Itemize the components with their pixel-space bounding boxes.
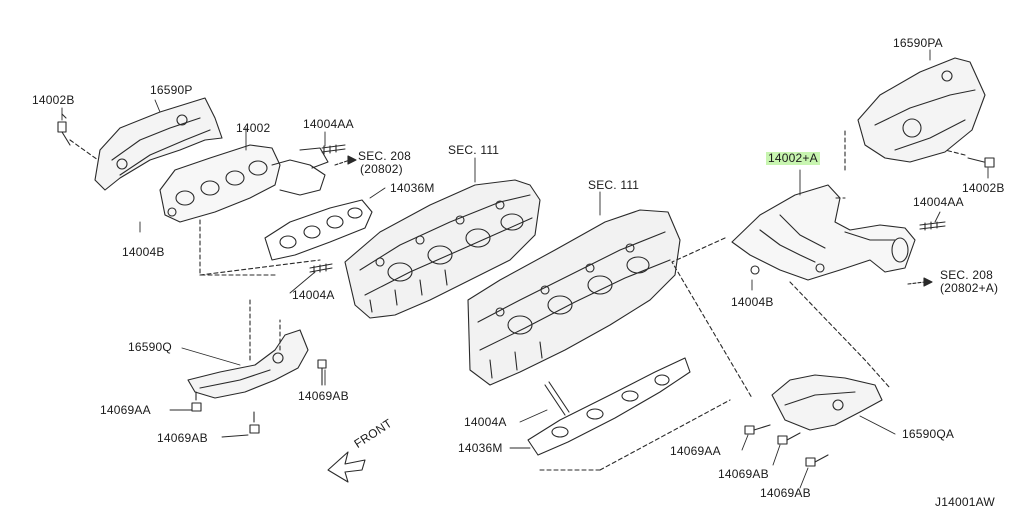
- heat-insulator-16590p: [94, 97, 223, 191]
- label-14036m-center: 14036M: [458, 441, 503, 455]
- label-14004b-left: 14004B: [122, 245, 165, 259]
- bolt-14069aa-left: [191, 391, 202, 412]
- label-16590q: 16590Q: [128, 340, 172, 354]
- label-14002b-right: 14002B: [962, 181, 1005, 195]
- label-14069ab-right-upper: 14069AB: [718, 467, 769, 481]
- label-14002a-highlighted: 14002+A: [766, 151, 820, 165]
- exhaust-manifold-14002-left: [159, 144, 329, 223]
- exhaust-manifold-14002a-right: [731, 184, 916, 281]
- stud-14004aa-left: [321, 144, 346, 155]
- stud-14004a-center: [544, 381, 570, 416]
- cylinder-head-left: [344, 179, 541, 319]
- label-14069ab-right-lower: 14069AB: [760, 486, 811, 500]
- arrow-sec208-right: [907, 281, 926, 285]
- cylinder-head-right: [467, 209, 681, 386]
- label-14004aa-right: 14004AA: [913, 195, 964, 209]
- label-sec208-left: SEC. 208: [358, 149, 411, 163]
- label-16590p: 16590P: [150, 83, 193, 97]
- bolt-14069ab-right-upper: [777, 432, 801, 445]
- heat-insulator-16590pa: [857, 57, 986, 163]
- label-sec208-right-ref: (20802+A): [940, 281, 999, 295]
- label-sec111-right: SEC. 111: [588, 178, 640, 192]
- leader-lines: [61, 49, 989, 489]
- label-14036m-left: 14036M: [390, 181, 435, 195]
- label-sec111-left: SEC. 111: [448, 143, 500, 157]
- label-14004aa-left: 14004AA: [303, 117, 354, 131]
- label-14069ab-left-lower: 14069AB: [157, 431, 208, 445]
- bolt-14069ab-right-lower: [805, 454, 829, 467]
- heat-shield-16590qa: [771, 374, 883, 431]
- label-14069aa-left: 14069AA: [100, 403, 151, 417]
- label-14069ab-left-side: 14069AB: [298, 389, 349, 403]
- label-14069aa-right: 14069AA: [670, 444, 721, 458]
- label-14002-left: 14002: [236, 121, 271, 135]
- stud-14004aa-right: [919, 221, 946, 231]
- front-arrow: [327, 451, 366, 483]
- bolt-14069ab-left-lower: [249, 411, 260, 434]
- label-14002b-left: 14002B: [32, 93, 75, 107]
- label-14004b-right: 14004B: [731, 295, 774, 309]
- label-diagram-code: J14001AW: [935, 495, 995, 509]
- stud-14004a-left: [309, 263, 333, 274]
- gasket-14036m-center: [527, 357, 691, 456]
- bolt-14069aa-right: [744, 424, 771, 435]
- bolt-14069ab-left-side: [317, 359, 327, 386]
- leader-dashes-right: [539, 127, 891, 471]
- label-sec208-left-ref: (20802): [360, 162, 403, 176]
- label-14004a-center: 14004A: [464, 415, 507, 429]
- label-16590qa: 16590QA: [902, 427, 955, 441]
- label-14004a-left: 14004A: [292, 288, 335, 302]
- bolt-14002b-right: [944, 149, 995, 168]
- leader-dashes-left: [199, 219, 321, 361]
- label-16590pa: 16590PA: [893, 36, 943, 50]
- bolt-14002b-left: [57, 113, 99, 161]
- heat-shield-16590q: [187, 329, 309, 399]
- label-sec208-right: SEC. 208: [940, 268, 993, 282]
- gasket-14036m-left: [264, 199, 373, 261]
